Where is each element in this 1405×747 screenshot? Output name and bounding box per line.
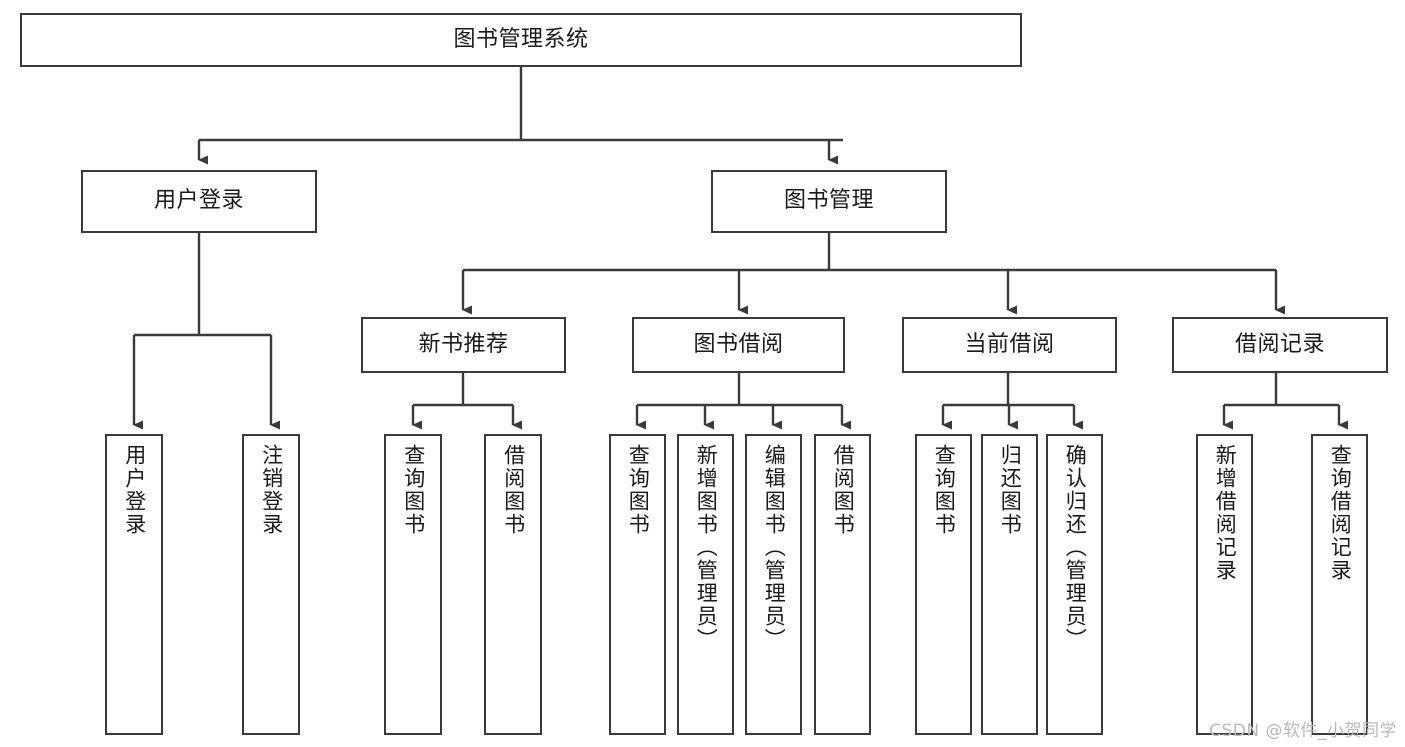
node-leaf-add-book-label: 新增图书（管理员） [694,444,719,651]
node-user-login-label: 用户登录 [153,188,244,214]
node-leaf-query-book-2-label: 查询图书 [626,444,651,536]
node-leaf-confirm-return-label: 确认归还（管理员） [1063,444,1088,651]
node-current-borrow[interactable]: 当前借阅 [902,317,1117,373]
node-borrow-record[interactable]: 借阅记录 [1172,317,1388,373]
node-leaf-user-login-label: 用户登录 [122,444,147,536]
node-leaf-borrow-book-2[interactable]: 借阅图书 [814,434,871,735]
node-leaf-return-book-label: 归还图书 [998,444,1023,536]
node-leaf-add-book[interactable]: 新增图书（管理员） [677,434,734,735]
node-leaf-query-book-1[interactable]: 查询图书 [384,434,442,735]
node-root[interactable]: 图书管理系统 [20,13,1022,67]
node-leaf-query-book-3-label: 查询图书 [932,444,957,536]
node-leaf-add-record-label: 新增借阅记录 [1213,444,1238,582]
node-leaf-query-book-2[interactable]: 查询图书 [609,434,666,735]
node-book-borrow[interactable]: 图书借阅 [632,317,845,373]
node-leaf-query-record-label: 查询借阅记录 [1328,444,1353,582]
node-leaf-edit-book-label: 编辑图书（管理员） [762,444,787,651]
node-book-borrow-label: 图书借阅 [693,331,784,357]
watermark-text: CSDN @软件_小贺同学 [1209,721,1397,741]
node-leaf-query-book-3[interactable]: 查询图书 [915,434,972,735]
node-leaf-edit-book[interactable]: 编辑图书（管理员） [745,434,802,735]
node-new-book-recommend-label: 新书推荐 [418,331,509,357]
node-book-manage[interactable]: 图书管理 [711,170,947,233]
node-borrow-record-label: 借阅记录 [1234,331,1325,357]
node-leaf-borrow-book-1-label: 借阅图书 [501,444,526,536]
node-book-manage-label: 图书管理 [783,188,874,214]
node-leaf-confirm-return[interactable]: 确认归还（管理员） [1046,434,1103,735]
node-leaf-return-book[interactable]: 归还图书 [981,434,1038,735]
node-new-book-recommend[interactable]: 新书推荐 [361,317,566,373]
node-root-label: 图书管理系统 [453,26,589,52]
node-user-login[interactable]: 用户登录 [81,170,317,233]
node-leaf-borrow-book-1[interactable]: 借阅图书 [484,434,542,735]
node-leaf-user-logout-label: 注销登录 [259,444,284,536]
node-leaf-user-login[interactable]: 用户登录 [105,434,163,735]
node-leaf-user-logout[interactable]: 注销登录 [242,434,300,735]
node-leaf-borrow-book-2-label: 借阅图书 [831,444,856,536]
node-leaf-add-record[interactable]: 新增借阅记录 [1196,434,1253,735]
node-leaf-query-book-1-label: 查询图书 [401,444,426,536]
node-leaf-query-record[interactable]: 查询借阅记录 [1311,434,1368,735]
node-current-borrow-label: 当前借阅 [964,331,1055,357]
